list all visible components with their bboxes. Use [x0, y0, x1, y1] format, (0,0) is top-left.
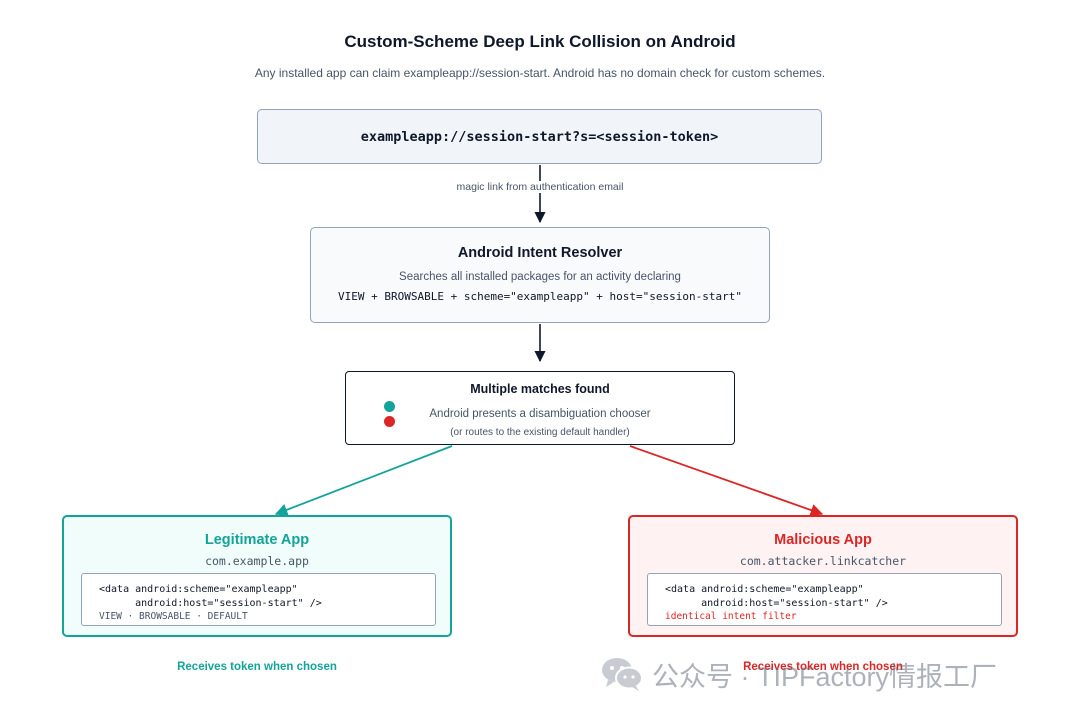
legit-code-line-2: android:host="session-start" />: [99, 597, 322, 609]
resolver-description: Searches all installed packages for an a…: [399, 271, 681, 283]
matches-note: (or routes to the existing default handl…: [450, 427, 630, 438]
malicious-code-line-2: android:host="session-start" />: [665, 597, 888, 609]
malicious-app-box: Malicious App com.attacker.linkcatcher <…: [628, 515, 1018, 637]
legit-app-package: com.example.app: [205, 554, 309, 568]
url-box: exampleapp://session-start?s=<session-to…: [257, 109, 822, 164]
url-text: exampleapp://session-start?s=<session-to…: [360, 128, 719, 145]
legit-outcome: Receives token when chosen: [177, 661, 337, 673]
legit-code-sub: VIEW · BROWSABLE · DEFAULT: [99, 611, 248, 622]
legit-code-box: <data android:scheme="exampleapp" androi…: [81, 573, 436, 626]
red-dot-icon: [384, 416, 395, 427]
malicious-code-box: <data android:scheme="exampleapp" androi…: [647, 573, 1002, 626]
diagram-subtitle: Any installed app can claim exampleapp:/…: [254, 66, 826, 80]
matches-description: Android presents a disambiguation choose…: [429, 408, 651, 420]
intent-resolver-box: Android Intent Resolver Searches all ins…: [310, 227, 770, 323]
malicious-outcome: Receives token when chosen: [743, 661, 903, 673]
edge-label-text: magic link from authentication email: [454, 181, 626, 193]
malicious-app-title: Malicious App: [774, 532, 872, 548]
resolver-title: Android Intent Resolver: [457, 245, 623, 261]
diagram-title: Custom-Scheme Deep Link Collision on And…: [344, 32, 736, 51]
legit-app-title: Legitimate App: [204, 532, 310, 548]
watermark: 公众号 · TIPFactory情报工厂: [600, 654, 997, 694]
edge-matches-to-legit: [274, 445, 453, 516]
edge-label: magic link from authentication email: [420, 181, 660, 193]
resolver-filter: VIEW + BROWSABLE + scheme="exampleapp" +…: [338, 290, 742, 303]
malicious-code-sub: identical intent filter: [665, 611, 797, 622]
teal-dot-icon: [384, 401, 395, 412]
legit-code-line-1: <data android:scheme="exampleapp": [99, 584, 298, 595]
malicious-app-package: com.attacker.linkcatcher: [739, 554, 907, 568]
malicious-code-line-1: <data android:scheme="exampleapp": [665, 584, 864, 595]
legitimate-app-box: Legitimate App com.example.app <data and…: [62, 515, 452, 637]
watermark-text: 公众号 · TIPFactory情报工厂: [652, 661, 998, 692]
matches-box: Multiple matches found Android presents …: [345, 371, 735, 445]
matches-title: Multiple matches found: [470, 382, 610, 396]
edge-matches-to-malicious: [629, 445, 824, 517]
wechat-icon: [602, 658, 643, 691]
